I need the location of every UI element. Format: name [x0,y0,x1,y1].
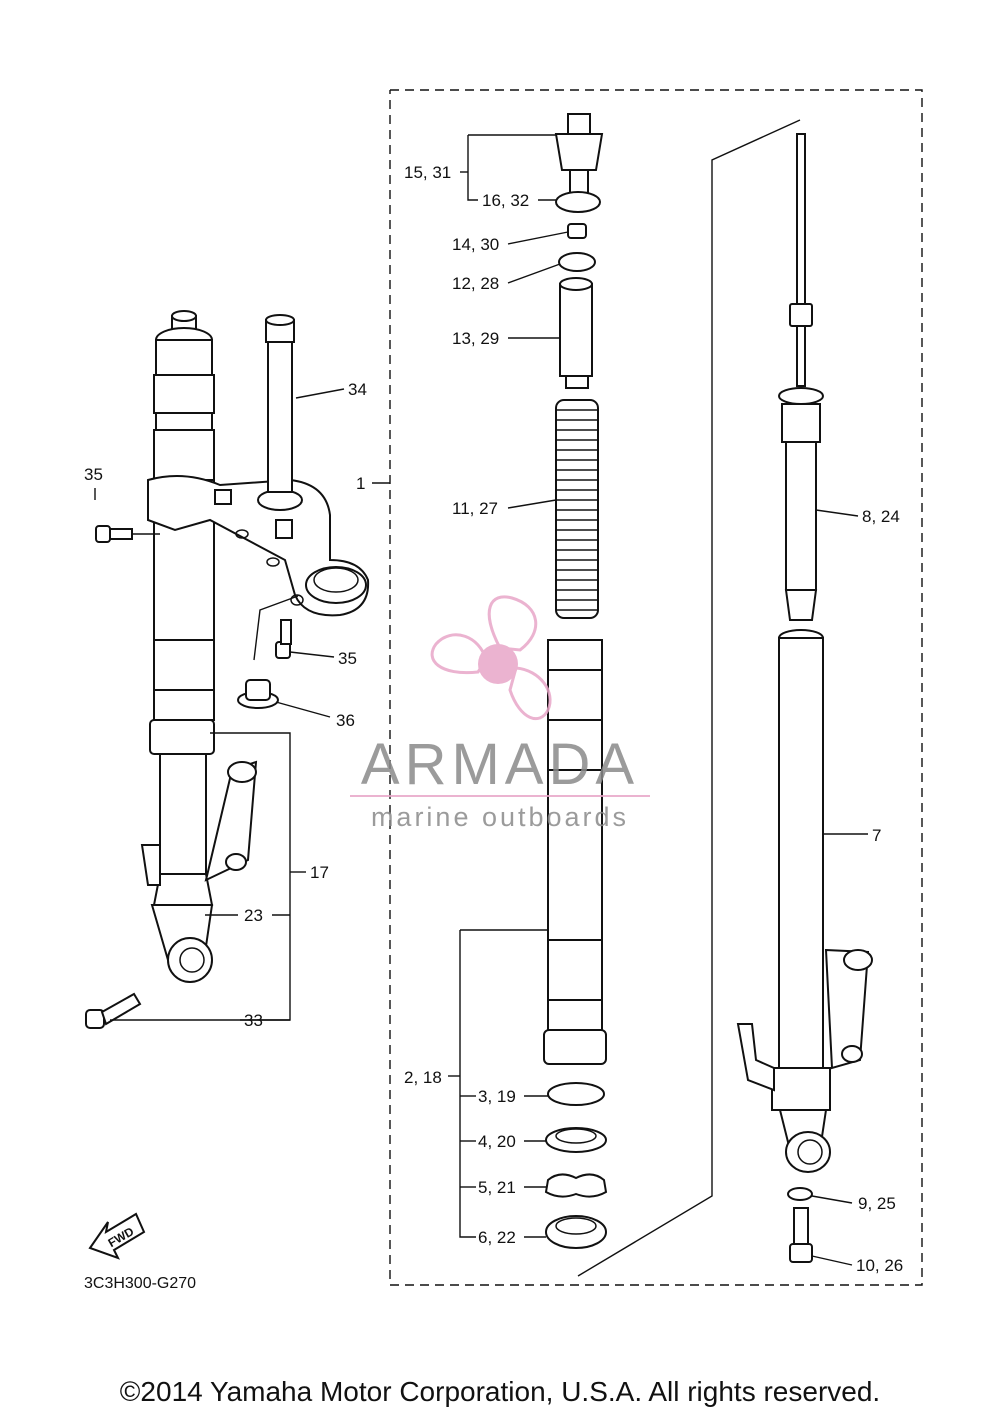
callout-17: 17 [310,863,329,882]
callout-labels: 34 35 35 36 17 23 33 1 15, 31 16, 32 14,… [84,163,903,1275]
callout-35b: 35 [338,649,357,668]
steering-stem [265,314,295,493]
diagram-code: 3C3H300-G270 [84,1275,196,1292]
callout-4-20: 4, 20 [478,1132,516,1151]
callout-35a: 35 [84,465,103,484]
copyright-notice: ©2014 Yamaha Motor Corporation, U.S.A. A… [119,1376,881,1407]
o-ring [555,191,601,213]
callout-34: 34 [348,380,367,399]
armada-watermark: ARMADA marine outboards [350,595,650,832]
damper-bolt [789,1207,813,1263]
outer-tube [543,639,607,1065]
dust-seal-ring [547,1082,605,1106]
dust-seal [545,1215,607,1249]
pinch-bolt-upper [95,525,133,543]
assembled-fork-leg [140,310,258,983]
stopper-clip [544,1173,608,1198]
callout-36: 36 [336,711,355,730]
callout-11-27: 11, 27 [452,499,498,518]
cap-bolt [554,113,604,197]
callout-16-32: 16, 32 [482,191,529,210]
fork-spring [555,399,599,619]
callout-9-25: 9, 25 [858,1194,896,1213]
callout-15-31: 15, 31 [404,163,451,182]
callout-14-30: 14, 30 [452,235,499,254]
fwd-arrow-icon: FWD [88,1212,146,1260]
callout-10-26: 10, 26 [856,1256,903,1275]
pinch-bolt-lower [275,619,292,659]
callout-7: 7 [872,826,881,845]
spacer-tube [559,277,593,389]
cap-nut [237,679,279,709]
callout-8-24: 8, 24 [862,507,900,526]
watermark-tagline: marine outboards [371,802,629,832]
assembly-boundary [389,89,923,1286]
callout-6-22: 6, 22 [478,1228,516,1247]
callout-12-28: 12, 28 [452,274,499,293]
washer [558,252,596,272]
copper-washer [787,1187,813,1201]
callout-5-21: 5, 21 [478,1178,516,1197]
callout-1: 1 [356,474,365,493]
inner-tube [736,629,873,1173]
callout-13-29: 13, 29 [452,329,499,348]
locknut [567,223,587,239]
leader-lines [94,119,868,1277]
callout-33: 33 [244,1011,263,1030]
axle-pinch-bolt [85,992,142,1029]
triple-clamp [147,475,370,617]
propeller-logo [430,595,552,721]
watermark-brand: ARMADA [361,732,639,797]
callout-3-19: 3, 19 [478,1087,516,1106]
oil-seal [545,1127,607,1153]
damper-rod [778,133,824,621]
callout-2-18: 2, 18 [404,1068,442,1087]
callout-23: 23 [244,906,263,925]
